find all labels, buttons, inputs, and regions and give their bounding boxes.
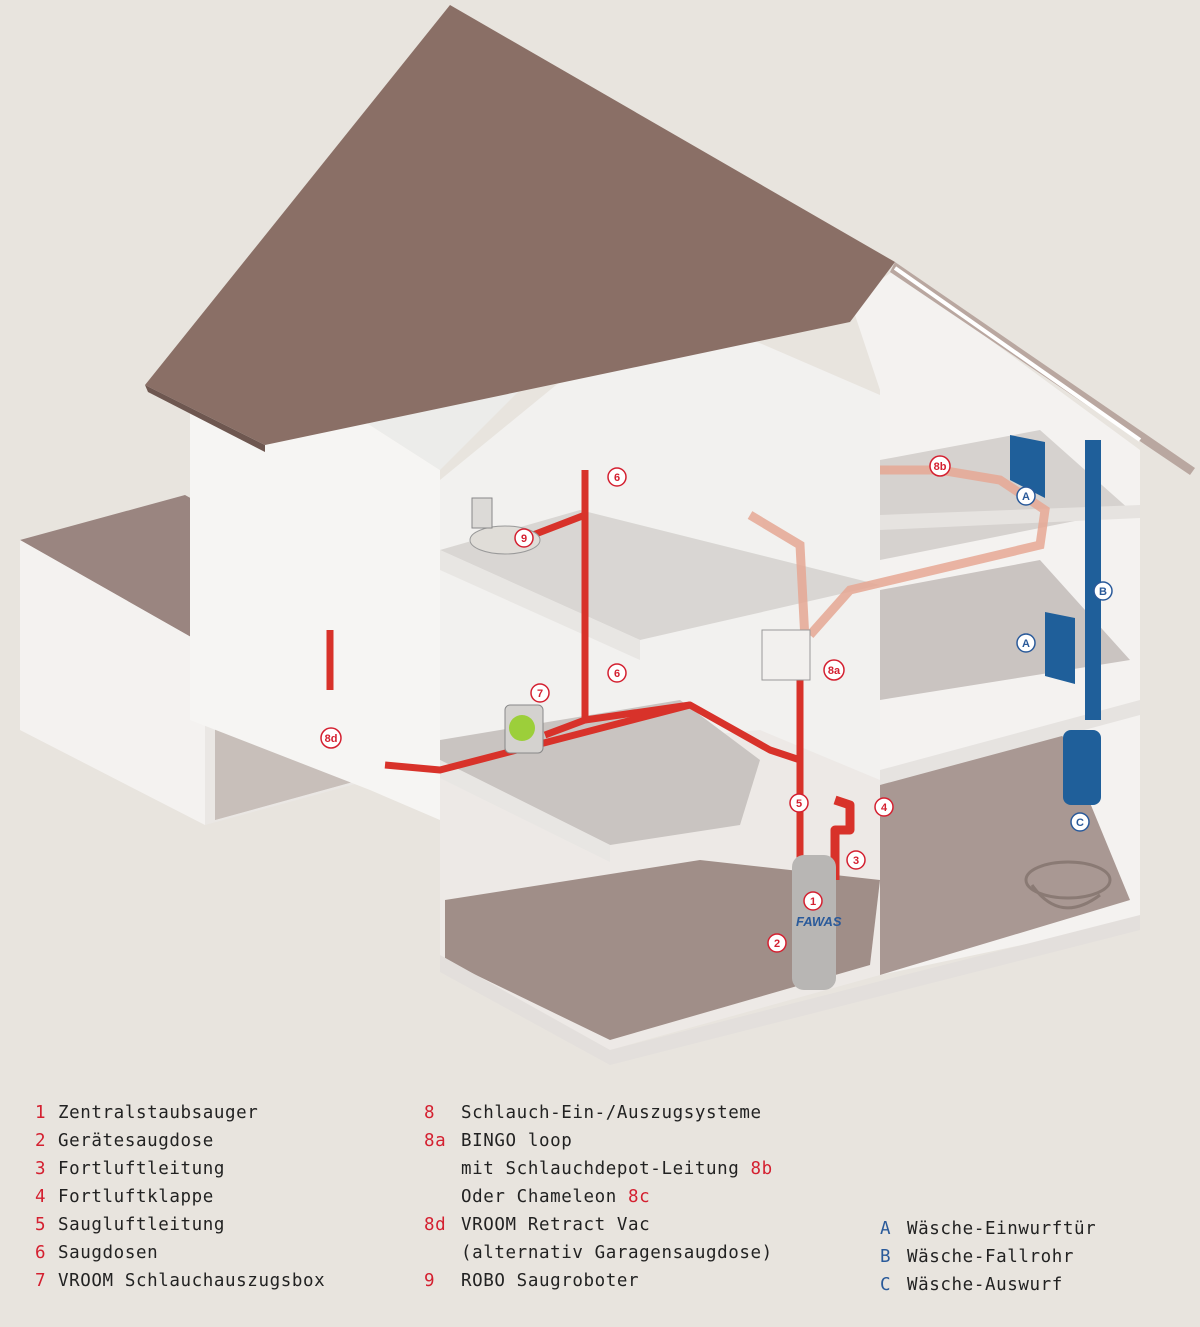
marker-6-lower: 6 bbox=[607, 663, 627, 683]
svg-text:9: 9 bbox=[521, 533, 527, 545]
svg-text:5: 5 bbox=[796, 798, 802, 810]
svg-text:8d: 8d bbox=[325, 733, 338, 745]
svg-text:B: B bbox=[1099, 586, 1107, 598]
marker-c: C bbox=[1070, 812, 1090, 832]
legend-item: Oder Chameleon 8c bbox=[461, 1187, 651, 1207]
laundry-basket bbox=[1024, 860, 1112, 910]
legend-item: mit Schlauchdepot-Leitung 8b bbox=[461, 1159, 773, 1179]
marker-b: B bbox=[1093, 581, 1113, 601]
marker-7: 7 bbox=[530, 683, 550, 703]
house-illustration: FAWAS 1 2 3 4 5 6 6 7 8a 8b 8d 9 A A B C bbox=[20, 5, 1195, 1040]
marker-8a: 8a bbox=[823, 659, 845, 681]
svg-text:3: 3 bbox=[853, 855, 859, 867]
svg-text:8a: 8a bbox=[828, 665, 841, 677]
marker-3: 3 bbox=[846, 850, 866, 870]
svg-text:A: A bbox=[1022, 638, 1030, 650]
svg-text:6: 6 bbox=[614, 472, 620, 484]
vacuum-unit: FAWAS bbox=[792, 855, 842, 990]
marker-a-upper: A bbox=[1016, 486, 1036, 506]
marker-6-upper: 6 bbox=[607, 467, 627, 487]
legend-item: (alternativ Garagensaugdose) bbox=[461, 1243, 773, 1263]
marker-5: 5 bbox=[789, 793, 809, 813]
marker-4: 4 bbox=[874, 797, 894, 817]
svg-text:C: C bbox=[1076, 817, 1084, 829]
bingo-loop-box bbox=[761, 629, 811, 681]
marker-a-lower: A bbox=[1016, 633, 1036, 653]
svg-text:A: A bbox=[1022, 491, 1030, 503]
laundry-chute bbox=[1010, 435, 1101, 805]
svg-text:1: 1 bbox=[810, 896, 816, 908]
marker-9: 9 bbox=[514, 528, 534, 548]
marker-8b: 8b bbox=[929, 455, 951, 477]
roof bbox=[145, 5, 1195, 475]
svg-text:6: 6 bbox=[614, 668, 620, 680]
marker-8d: 8d bbox=[320, 727, 342, 749]
svg-text:7: 7 bbox=[537, 688, 543, 700]
diagram-markers: 1 2 3 4 5 6 6 7 8a 8b 8d 9 A A B C bbox=[320, 455, 1113, 953]
svg-text:4: 4 bbox=[881, 802, 888, 814]
vacuum-brand-label: FAWAS bbox=[796, 914, 842, 929]
svg-text:2: 2 bbox=[774, 938, 780, 950]
marker-1: 1 bbox=[803, 891, 823, 911]
hose-box bbox=[504, 704, 544, 754]
marker-2: 2 bbox=[767, 933, 787, 953]
svg-text:8b: 8b bbox=[934, 461, 947, 473]
